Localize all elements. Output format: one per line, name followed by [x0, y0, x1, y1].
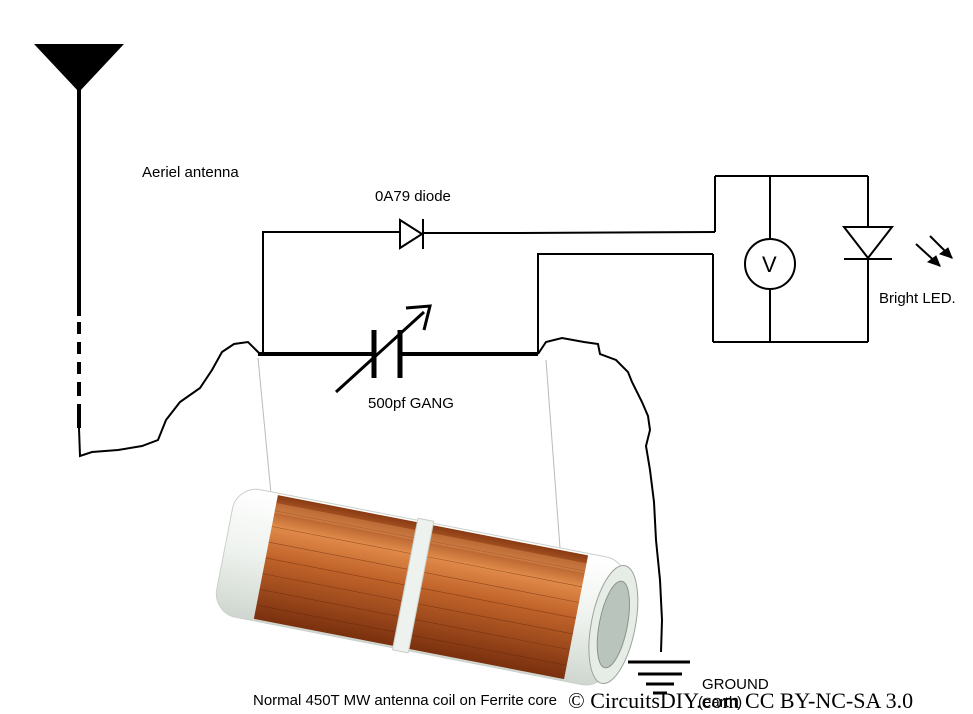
led-label: Bright LED.: [879, 290, 956, 307]
coil-label: Normal 450T MW antenna coil on Ferrite c…: [253, 692, 558, 709]
ground-sub-label: (earth): [698, 694, 743, 711]
ground-label: GROUND: [702, 676, 769, 693]
capacitor-label: 500pf GANG: [368, 395, 454, 412]
ferrite-coil: [215, 488, 639, 686]
antenna-wire: [78, 340, 261, 458]
diode-branch: [262, 218, 716, 354]
watermark: © CircuitsDIY.com CC BY-NC-SA 3.0: [568, 688, 914, 713]
antenna-label: Aeriel antenna: [142, 164, 239, 181]
ground-wire: [537, 336, 664, 653]
voltmeter-label: V: [762, 252, 777, 277]
variable-capacitor: [258, 304, 538, 394]
output-loop: [712, 175, 869, 343]
antenna-symbol: [34, 44, 124, 428]
diode-label: 0A79 diode: [375, 188, 451, 205]
voltmeter-symbol: [744, 238, 796, 290]
led-symbol: [841, 226, 953, 267]
diode-symbol: [399, 218, 424, 250]
ground-symbol: [628, 660, 690, 695]
